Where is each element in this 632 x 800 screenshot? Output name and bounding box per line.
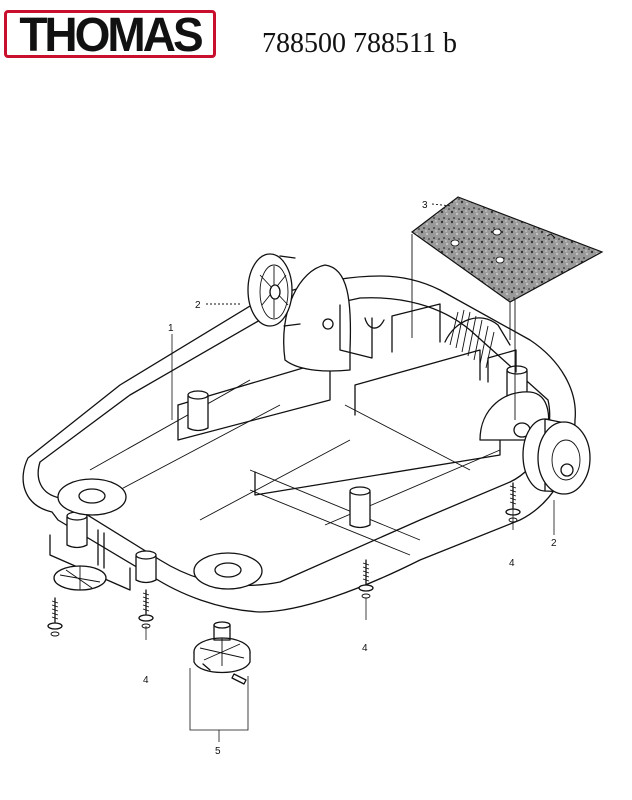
callout-wheel-left: 2	[195, 300, 201, 311]
mounting-post-left	[187, 390, 209, 432]
wheel-well-front-right	[193, 552, 263, 590]
part-numbers: 788500 788511 b	[262, 28, 457, 59]
callout-screw-center: 4	[362, 643, 368, 654]
screw-right	[505, 482, 521, 530]
housing-base	[22, 275, 576, 613]
wheel-well-front-left	[57, 478, 127, 516]
callout-housing: 1	[168, 323, 174, 334]
motor-compartment	[391, 303, 517, 383]
filter-pad	[410, 196, 604, 420]
callout-wheel-right: 2	[551, 538, 557, 549]
wheel-right	[522, 418, 591, 495]
caster-installed	[53, 565, 107, 591]
leader-filter-pad	[431, 203, 453, 207]
mounting-post-front-left	[66, 511, 88, 549]
screw-front	[138, 589, 154, 640]
callout-caster: 5	[215, 746, 221, 757]
mounting-post-front	[135, 550, 157, 584]
screw-center	[358, 559, 374, 620]
caster	[193, 621, 251, 685]
callout-screw-right: 4	[509, 558, 515, 569]
wheel-left	[247, 253, 301, 327]
callout-screw-front: 4	[143, 675, 149, 686]
brand-logo: THOMAS	[4, 10, 216, 58]
brand-logo-text: THOMAS	[19, 6, 203, 62]
callout-filter-pad: 3	[422, 200, 428, 211]
mounting-post-center	[349, 486, 371, 529]
screw-front-left	[47, 597, 63, 637]
